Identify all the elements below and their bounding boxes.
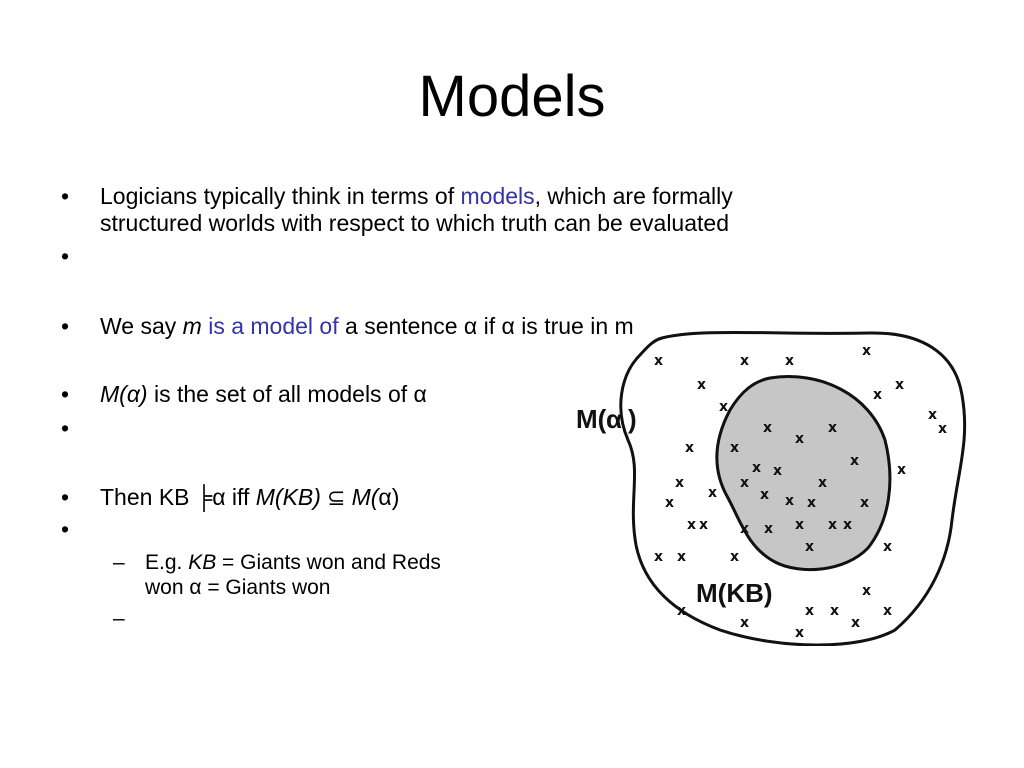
model-point-x: x bbox=[654, 353, 663, 369]
bullet-marker: • bbox=[61, 516, 70, 542]
subset-symbol: ⊆ bbox=[320, 485, 352, 510]
label-outer-prefix: M( bbox=[576, 404, 607, 434]
model-point-x: x bbox=[654, 549, 663, 565]
term-models: models bbox=[460, 183, 535, 209]
model-point-x: x bbox=[697, 377, 706, 393]
bullet-marker: • bbox=[61, 183, 70, 209]
model-point-x: x bbox=[883, 539, 892, 555]
model-point-x: x bbox=[850, 453, 859, 469]
bullet-marker: • bbox=[61, 313, 70, 339]
model-point-x: x bbox=[708, 485, 717, 501]
subbullet-marker: – bbox=[113, 607, 125, 630]
model-point-x: x bbox=[677, 549, 686, 565]
model-point-x: x bbox=[818, 475, 827, 491]
model-point-x: x bbox=[795, 517, 804, 533]
model-point-x: x bbox=[763, 420, 772, 436]
model-point-x: x bbox=[685, 440, 694, 456]
model-point-x: x bbox=[773, 463, 782, 479]
term-model-of: is a model of bbox=[201, 313, 339, 339]
model-point-x: x bbox=[873, 387, 882, 403]
model-point-x: x bbox=[928, 407, 937, 423]
model-point-x: x bbox=[730, 549, 739, 565]
bullet-text: Logicians typically think in terms of mo… bbox=[100, 183, 733, 209]
subbullet-text: E.g. KB = Giants won and Reds bbox=[145, 551, 441, 574]
model-point-x: x bbox=[752, 460, 761, 476]
model-point-x: x bbox=[828, 517, 837, 533]
model-point-x: x bbox=[795, 625, 804, 641]
model-point-x: x bbox=[895, 377, 904, 393]
model-point-x: x bbox=[828, 420, 837, 436]
model-point-x: x bbox=[764, 521, 773, 537]
model-point-x: x bbox=[699, 517, 708, 533]
model-point-x: x bbox=[938, 421, 947, 437]
bullet-marker: • bbox=[61, 415, 70, 441]
model-point-x: x bbox=[862, 343, 871, 359]
model-point-x: x bbox=[740, 615, 749, 631]
model-point-x: x bbox=[795, 431, 804, 447]
model-point-x: x bbox=[730, 440, 739, 456]
label-outer-alpha: α bbox=[606, 404, 622, 434]
bullet-text: Then KB ╞α iff M(KB) ⊆ M(α) bbox=[100, 484, 400, 510]
model-point-x: x bbox=[677, 603, 686, 619]
model-point-x: x bbox=[862, 583, 871, 599]
bullet-text: We say m is a model of a sentence α if α… bbox=[100, 313, 634, 339]
bullet-marker: • bbox=[61, 243, 70, 269]
model-point-x: x bbox=[719, 399, 728, 415]
bullet-text: structured worlds with respect to which … bbox=[100, 210, 729, 236]
model-point-x: x bbox=[851, 615, 860, 631]
inner-blob-kb-set bbox=[715, 375, 892, 572]
model-point-x: x bbox=[897, 462, 906, 478]
model-point-x: x bbox=[760, 487, 769, 503]
model-point-x: x bbox=[675, 475, 684, 491]
model-point-x: x bbox=[805, 603, 814, 619]
subbullet-marker: – bbox=[113, 551, 125, 574]
model-point-x: x bbox=[807, 495, 816, 511]
label-inner: M(KB) bbox=[696, 578, 773, 608]
label-outer-suffix: ) bbox=[628, 404, 637, 434]
bullet-marker: • bbox=[61, 381, 70, 407]
model-point-x: x bbox=[740, 475, 749, 491]
model-point-x: x bbox=[830, 603, 839, 619]
model-point-x: x bbox=[883, 603, 892, 619]
subbullet-text: won α = Giants won bbox=[145, 576, 331, 599]
model-point-x: x bbox=[860, 495, 869, 511]
model-point-x: x bbox=[740, 353, 749, 369]
model-point-x: x bbox=[785, 353, 794, 369]
model-point-x: x bbox=[843, 517, 852, 533]
model-point-x: x bbox=[687, 517, 696, 533]
model-point-x: x bbox=[740, 521, 749, 537]
model-point-x: x bbox=[665, 495, 674, 511]
slide-title: Models bbox=[418, 64, 606, 129]
model-point-x: x bbox=[785, 493, 794, 509]
model-point-x: x bbox=[805, 539, 814, 555]
bullet-marker: • bbox=[61, 484, 70, 510]
bullet-text: M(α) is the set of all models of α bbox=[100, 381, 427, 407]
entails-symbol: ╞ bbox=[195, 484, 213, 510]
